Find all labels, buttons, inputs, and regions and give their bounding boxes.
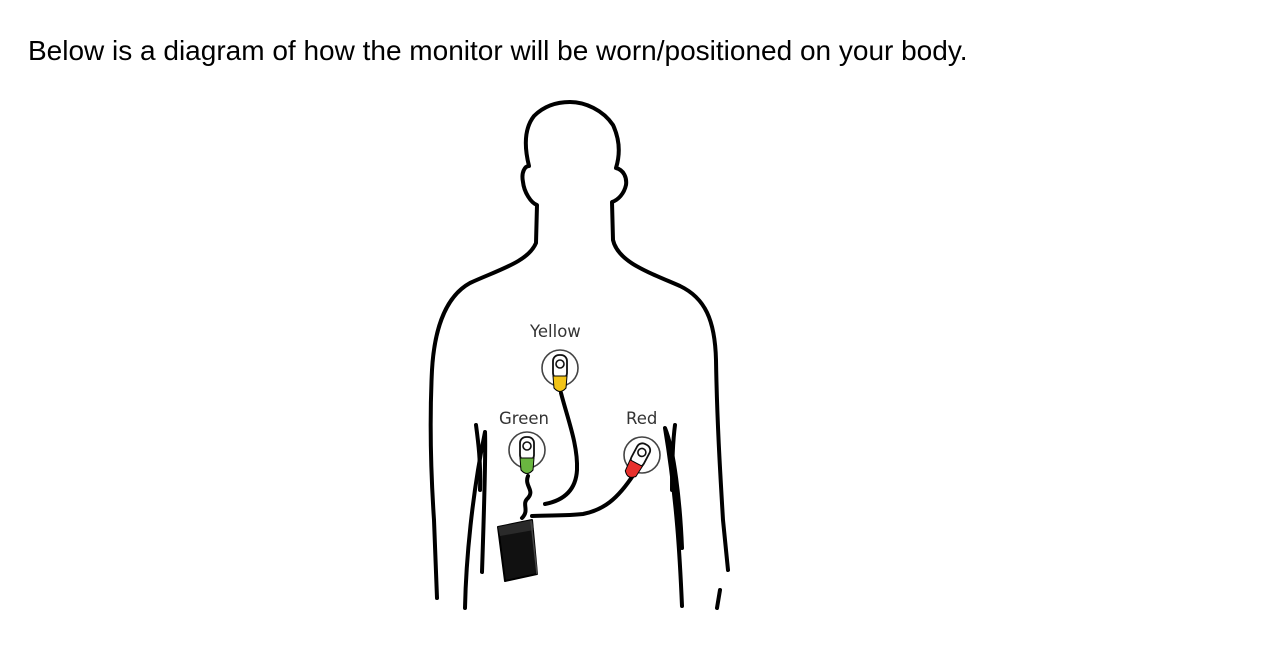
label-green: Green [499,409,549,428]
intro-text: Below is a diagram of how the monitor wi… [28,35,968,66]
electrode-green [508,431,546,474]
lead-wires [520,391,636,520]
body-outline-icon [428,100,730,610]
holter-monitor-device-icon [497,519,538,582]
electrode-yellow [541,349,579,392]
label-yellow: Yellow [529,322,581,341]
label-red: Red [626,409,657,428]
electrode-red [623,436,661,478]
